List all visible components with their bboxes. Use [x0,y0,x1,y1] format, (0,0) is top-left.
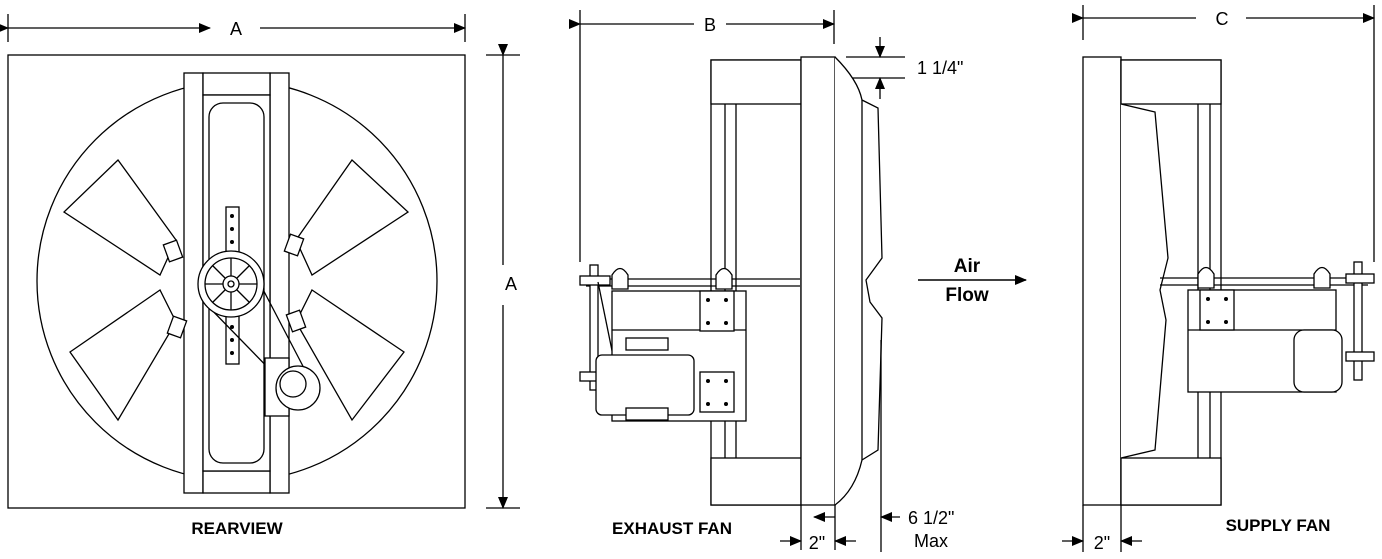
supply-flange-dimension [1062,505,1142,552]
supply-fan-view [1062,5,1375,552]
airflow-indicator: Air Flow [918,256,1027,306]
supply-pulley-bracket [1345,261,1375,381]
exhaust-front-panel [800,56,836,506]
rear-view [0,14,520,509]
fan-pulley [197,250,265,318]
rear-view-caption: REARVIEW [191,519,283,538]
airflow-label-air: Air [954,256,981,277]
exhaust-flange-dimension [780,505,856,550]
supply-shaft [1160,277,1368,286]
supply-depth-dimension [1072,5,1375,262]
rear-height-label: A [505,274,517,294]
supply-plate-bolts [1206,297,1228,324]
overhang-label: 1 1/4" [917,58,963,78]
exhaust-depth-label: B [704,15,716,35]
supply-motor [1187,289,1343,393]
rear-height-dimension [486,44,520,509]
rear-width-label: A [230,19,242,39]
supply-bearings [1197,266,1331,289]
shutter-dimension [880,340,900,552]
overhang-dimension [846,37,905,99]
shutter-dim-note: Max [914,531,948,551]
supply-mount-plate [1199,289,1235,331]
exhaust-bearings [611,267,733,290]
supply-depth-label: C [1216,9,1229,29]
exhaust-flange-label: 2" [809,533,825,553]
exhaust-mount-plates [699,290,735,413]
rear-width-dimension [0,14,466,42]
supply-fan-caption: SUPPLY FAN [1226,516,1331,535]
exhaust-fan-caption: EXHAUST FAN [612,519,732,538]
motor-pulley [275,365,321,411]
supply-blade-profile [1120,103,1169,459]
exhaust-plate-bolts [706,298,728,406]
exhaust-depth-dimension [569,10,835,262]
supply-front-panel [1082,56,1122,506]
shutter-dim-value: 6 1/2" [908,508,954,528]
strap-bolts [230,214,234,355]
exhaust-motor [595,290,747,422]
exhaust-fan-view [569,10,905,552]
airflow-label-flow: Flow [945,285,988,306]
fan-blades [62,159,410,422]
exhaust-venturi [834,56,883,506]
supply-flange-label: 2" [1094,533,1110,553]
